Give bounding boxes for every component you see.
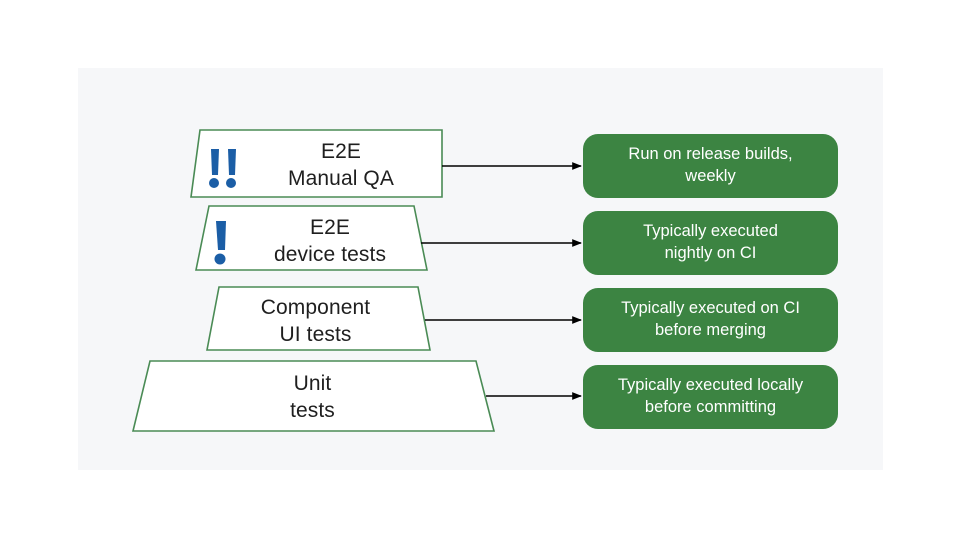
pyramid-level-component-ui-tests[interactable] (206, 286, 431, 351)
pyramid-level-e2e-device-tests[interactable] (195, 205, 428, 271)
pyramid-level-unit-tests[interactable] (131, 360, 496, 432)
callout-e2e-device-tests[interactable]: Typically executed nightly on CI (583, 211, 838, 275)
callout-component-ui-tests[interactable]: Typically executed on CI before merging (583, 288, 838, 352)
pyramid-level-e2e-manual-qa[interactable] (190, 129, 443, 198)
callout-e2e-manual-qa[interactable]: Run on release builds, weekly (583, 134, 838, 198)
callout-unit-tests[interactable]: Typically executed locally before commit… (583, 365, 838, 429)
double-exclamation-icon (209, 149, 236, 188)
exclamation-icon (214, 221, 226, 265)
